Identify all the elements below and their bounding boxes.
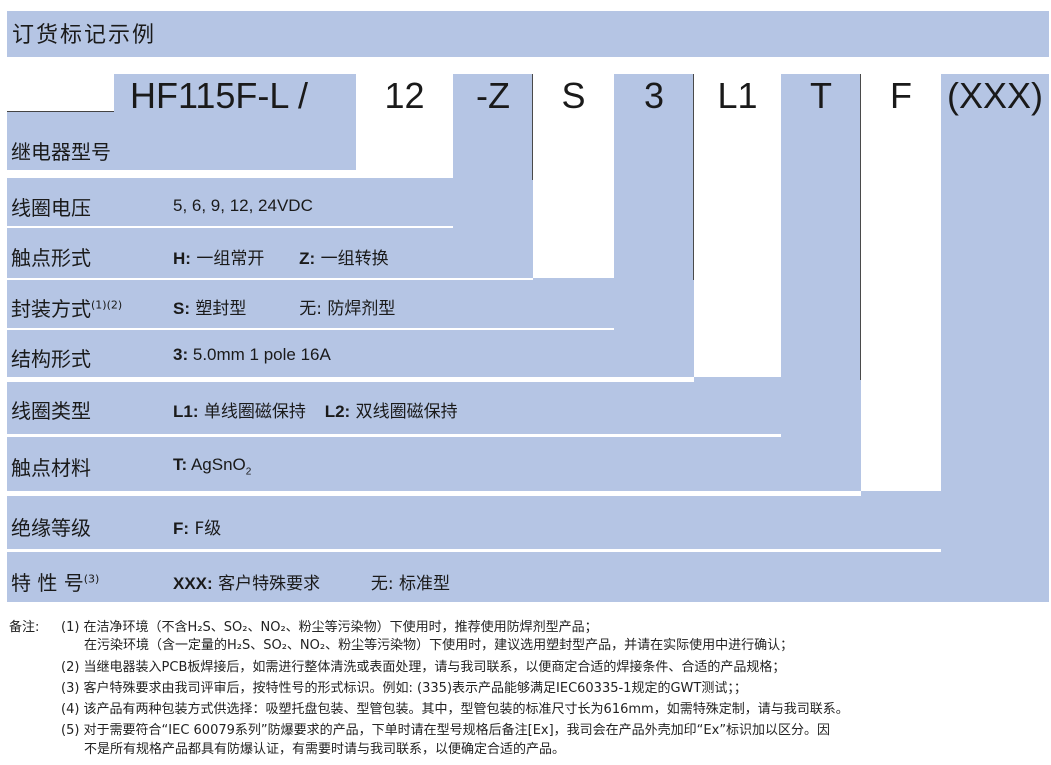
row-sep: [7, 170, 453, 178]
row-sep: [7, 491, 861, 496]
label-contact-form: 触点形式: [11, 246, 91, 270]
page-title: 订货标记示例: [12, 23, 157, 48]
code-contact-material: T: [810, 75, 832, 116]
note-1b: 在污染环境（含一定量的H₂S、SO₂、NO₂、粉尘等污染物）下使用时，建议选用塑…: [84, 638, 794, 653]
code-model: HF115F-L /: [130, 75, 309, 116]
value-structure: 3: 5.0mm 1 pole 16A: [173, 345, 331, 364]
value-package: S: 塑封型 无: 防焊剂型: [173, 299, 396, 319]
row-sep: [7, 377, 694, 382]
label-insulation: 绝缘等级: [11, 516, 91, 540]
note-3: (3) 客户特殊要求由我司评审后，按特性号的形式标识。例如: (335)表示产品…: [61, 681, 747, 696]
col-gap-S: [533, 74, 614, 278]
value-special: XXX: 客户特殊要求 无: 标准型: [173, 574, 451, 594]
row-sep: [7, 434, 781, 437]
row-sep: [7, 278, 533, 280]
value-insulation: F: F级: [173, 519, 222, 539]
code-structure: 3: [643, 75, 665, 116]
model-blank: [7, 74, 114, 112]
col-gap-F: [861, 74, 941, 491]
code-package: S: [561, 75, 586, 116]
label-package: 封装方式(1)(2): [11, 297, 123, 321]
value-contact-material: T: AgSnO2: [173, 455, 252, 478]
col-gap-L1: [694, 74, 781, 377]
label-coil-type: 线圈类型: [11, 399, 91, 423]
note-5b: 不是所有规格产品都具有防爆认证，有需要时请与我司联系，以便确定合适的产品。: [84, 742, 566, 757]
code-voltage: 12: [384, 75, 425, 116]
row-sep: [7, 549, 941, 552]
col-xxx: [941, 74, 1049, 550]
value-coil-voltage: 5, 6, 9, 12, 24VDC: [173, 196, 313, 215]
value-contact-form: H: 一组常开 Z: 一组转换: [173, 249, 389, 269]
row-sep: [7, 226, 453, 228]
note-2: (2) 当继电器装入PCB板焊接后，如需进行整体清洗或表面处理，请与我司联系，以…: [61, 660, 786, 675]
value-coil-type: L1: 单线圈磁保持 L2: 双线圈磁保持: [173, 402, 458, 422]
title-bar: [7, 11, 1049, 57]
note-1a: (1) 在洁净环境（不含H₂S、SO₂、NO₂、粉尘等污染物）下使用时，推荐使用…: [61, 620, 598, 635]
col-gap-12: [356, 74, 453, 178]
row-sep: [7, 328, 614, 330]
notes-prefix: 备注:: [9, 620, 40, 635]
note-4: (4) 该产品有两种包装方式供选择：吸塑托盘包装、型管包装。其中，型管包装的标准…: [61, 702, 849, 717]
col-zn: [453, 74, 533, 180]
label-coil-voltage: 线圈电压: [11, 196, 91, 220]
code-contact-form: -Z: [476, 75, 510, 116]
label-structure: 结构形式: [11, 347, 91, 371]
code-special: (XXX): [946, 75, 1043, 116]
col-3: [614, 74, 694, 280]
code-insulation: F: [890, 75, 912, 116]
label-model: 继电器型号: [11, 140, 111, 164]
col-t: [781, 74, 861, 380]
label-contact-material: 触点材料: [11, 456, 91, 480]
note-5a: (5) 对于需要符合“IEC 60079系列”防爆要求的产品，下单时请在型号规格…: [61, 723, 831, 738]
label-special: 特 性 号(3): [11, 571, 100, 595]
code-coil-type: L1: [717, 75, 758, 116]
